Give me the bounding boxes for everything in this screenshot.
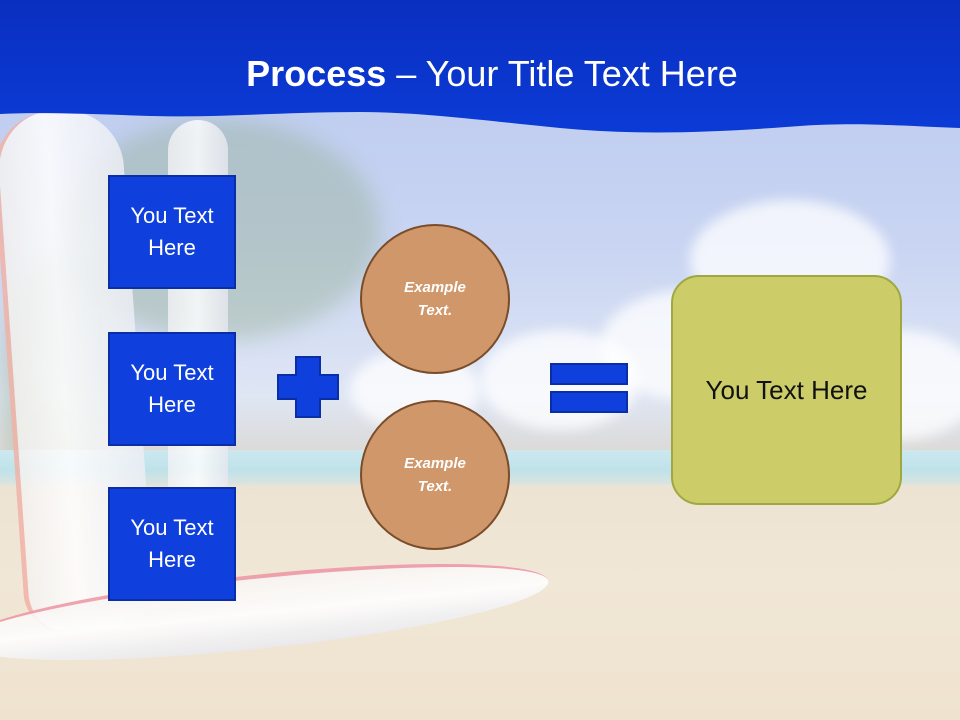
text-box-1: You Text Here [108,175,236,289]
circle-label: Example Text. [404,455,466,495]
page-title: Process – Your Title Text Here [0,52,960,96]
title-rest: – Your Title Text Here [386,53,738,94]
example-circle-2: Example Text. [360,400,510,550]
text-box-label: You Text Here [130,203,214,260]
header-banner [0,0,960,133]
result-label: You Text Here [705,374,868,405]
text-box-label: You Text Here [130,360,214,417]
circle-label: Example Text. [404,279,466,319]
result-box: You Text Here [671,275,902,505]
text-box-2: You Text Here [108,332,236,446]
title-bold: Process [246,53,387,94]
example-circle-1: Example Text. [360,224,510,374]
text-box-label: You Text Here [130,515,214,572]
text-box-3: You Text Here [108,487,236,601]
